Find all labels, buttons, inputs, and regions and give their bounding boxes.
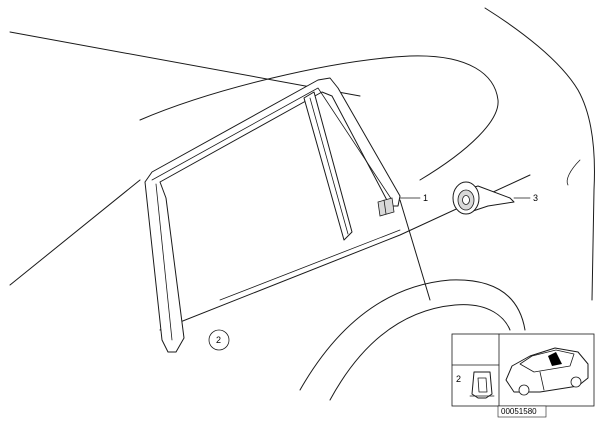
window-frame-seal (144, 77, 401, 353)
inset-clip-icon (469, 371, 495, 399)
car-thumbnail-icon (505, 347, 589, 396)
callout-label-1: 1 (423, 193, 428, 203)
inset-callout-label-2: 2 (456, 374, 461, 384)
diagram-code: 00051580 (501, 407, 537, 416)
callout-label-3: 3 (533, 193, 538, 203)
car-body-outline (9, 7, 595, 401)
callout-circle-2: 2 (208, 329, 230, 351)
tape-roll-icon (452, 181, 515, 215)
clip-icon (377, 197, 395, 217)
inset-panel: 2 00051580 (451, 333, 595, 418)
callout-label-2: 2 (216, 335, 221, 345)
